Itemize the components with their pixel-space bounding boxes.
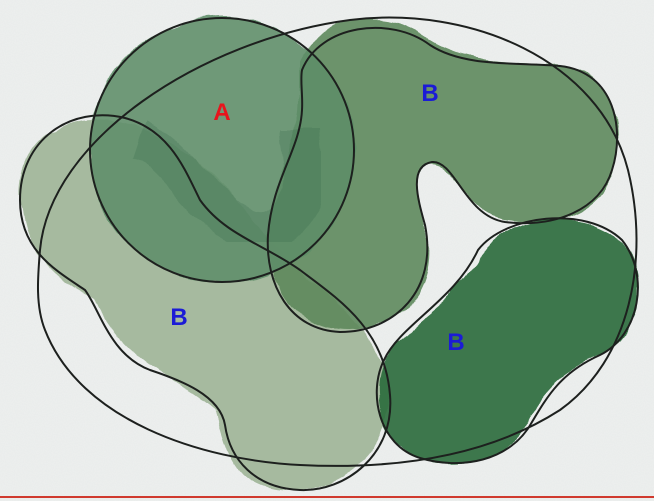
- watercolor-regions: [20, 17, 639, 491]
- region-b-right-wash: [378, 219, 639, 463]
- label-b-top: B: [421, 80, 438, 107]
- outlines: [18, 16, 639, 492]
- region-b-top-wash: [267, 20, 618, 331]
- outer-ellipse-outline: [37, 16, 638, 467]
- label-b-left: B: [170, 304, 187, 331]
- region-b-right-outline: [375, 217, 639, 465]
- label-a: A: [213, 99, 230, 126]
- region-b-left-outline: [18, 114, 392, 492]
- label-b-right: B: [447, 329, 464, 356]
- region-b-top-outline: [266, 26, 619, 334]
- circle-a-outline: [89, 17, 355, 283]
- overlap-shading: [132, 121, 325, 252]
